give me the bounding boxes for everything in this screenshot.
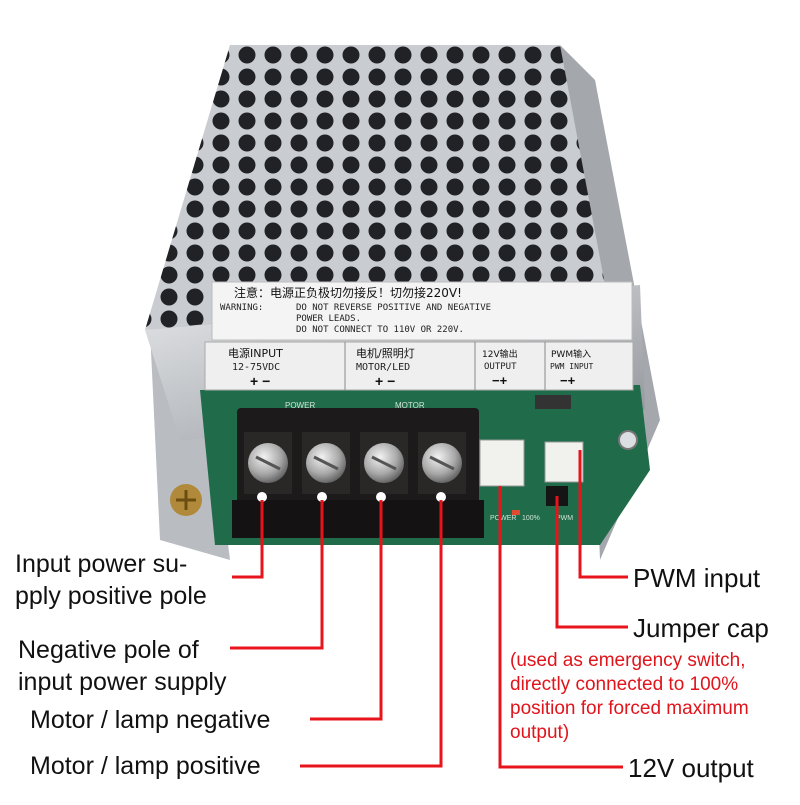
callout-pwm-input: PWM input — [633, 563, 761, 593]
perforated-top — [145, 45, 605, 330]
leader-motor-negative — [310, 500, 383, 721]
pcb-led-label: POWER — [490, 515, 516, 522]
warning-label — [211, 281, 633, 341]
terminal-label-en: MOTOR/LED — [356, 362, 410, 373]
warning-title: WARNING: — [220, 303, 263, 313]
callout-leaders — [230, 450, 628, 769]
callout-motor-negative: Motor / lamp negative — [30, 706, 271, 734]
terminal-label-en: OUTPUT — [484, 362, 517, 372]
callout-motor-positive: Motor / lamp positive — [30, 752, 261, 780]
callout-jumper-note: (used as emergency switch, directly conn… — [510, 650, 749, 743]
pcb-percent-label: 100% — [522, 515, 540, 522]
terminal-label-signs: −+ — [492, 373, 508, 388]
terminal-label-signs: −+ — [560, 373, 576, 388]
leader-motor-positive — [300, 500, 443, 768]
pcb-pwm-label: PWM — [556, 515, 573, 522]
pcb-motor-label: MOTOR — [395, 401, 425, 410]
terminal-label-cn: 电机/照明灯 — [356, 346, 415, 360]
callout-input-positive: Input power su- pply positive pole — [15, 550, 207, 610]
pcb-power-label: POWER — [285, 401, 315, 410]
pin-header — [535, 395, 571, 409]
mounting-hole — [618, 430, 638, 450]
terminal-label-cn: PWM输入 — [551, 348, 591, 360]
leader-jumper-cap — [555, 496, 628, 629]
callout-12v-output: 12V output — [628, 753, 754, 783]
terminal-label-signs: + − — [375, 373, 395, 389]
leader-input-negative — [230, 500, 324, 650]
smd-led — [512, 510, 520, 515]
warning-line: DO NOT CONNECT TO 110V OR 220V. — [296, 325, 464, 335]
callout-jumper-cap: Jumper cap — [633, 613, 769, 643]
terminal-label-cn: 电源INPUT — [228, 346, 283, 360]
callout-input-negative: Negative pole of input power supply — [18, 636, 227, 696]
leader-input-positive — [232, 500, 264, 579]
terminal-label-en: 12-75VDC — [232, 362, 280, 373]
terminal-label-cn: 12V输出 — [482, 348, 518, 360]
terminal-screws — [244, 432, 466, 502]
terminal-label-signs: + − — [250, 373, 270, 389]
pwm-connector — [544, 441, 584, 483]
terminal-label-strip — [204, 341, 634, 391]
leader-pwm-input — [578, 450, 628, 579]
warning-line: POWER LEADS. — [296, 314, 361, 324]
leader-12v-output — [498, 486, 623, 769]
warning-line: DO NOT REVERSE POSITIVE AND NEGATIVE — [296, 303, 491, 313]
terminal-block-base — [232, 500, 484, 538]
terminal-label-en: PWM INPUT — [550, 362, 594, 371]
jst-connector-12v — [479, 439, 525, 487]
warning-cn-text: 注意：电源正负极切勿接反！切勿接220V! — [234, 285, 462, 300]
